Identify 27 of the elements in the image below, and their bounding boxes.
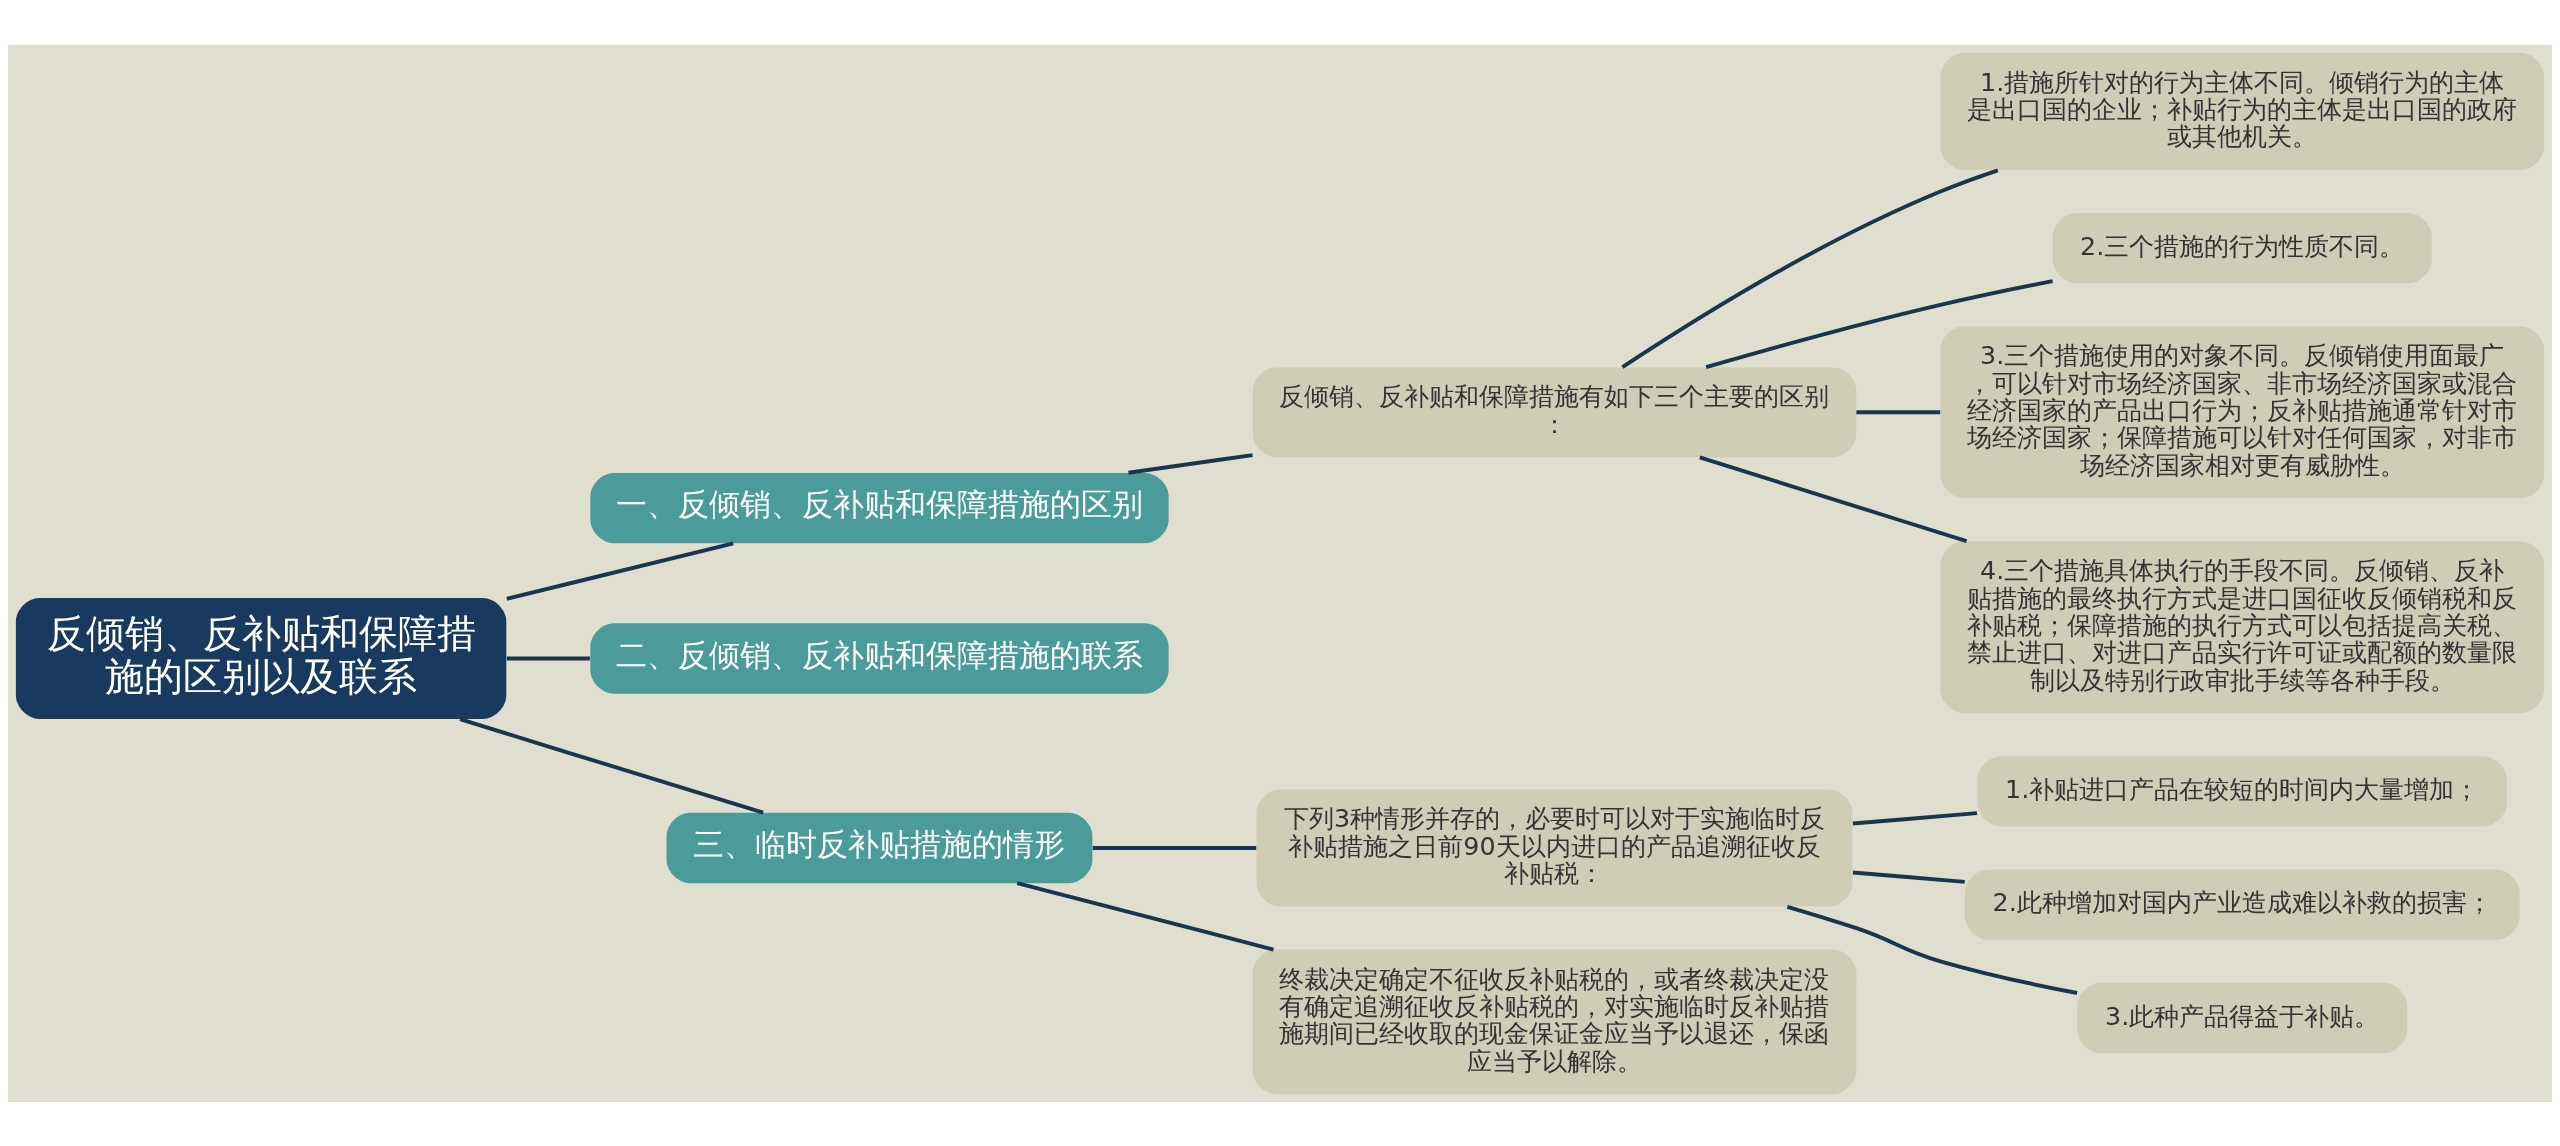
connector	[1621, 167, 1999, 369]
node-box: 1.措施所针对的行为主体不同。倾销行为的主体是出口国的企业；补贴行为的主体是出口国的政府或其他机关。	[1940, 52, 2545, 170]
connector	[1699, 455, 1968, 543]
connector	[1092, 845, 1257, 850]
node-box: 下列3种情形并存的，必要时可以对于实施临时反补贴措施之日前90天以内进口的产品追溯征收反补贴税：	[1256, 788, 1853, 907]
connector	[459, 716, 764, 815]
connector	[506, 656, 590, 660]
node-box: 2.此种增加对国内产业造成难以补救的损害；	[1964, 869, 2520, 940]
node-box: 2.三个措施的行为性质不同。	[2052, 212, 2432, 283]
node-box: 二、反倾销、反补贴和保障措施的联系	[590, 622, 1169, 694]
connector	[1016, 880, 1274, 951]
connector	[1786, 904, 2078, 995]
node-box: 三、临时反补贴措施的情形	[666, 812, 1093, 883]
node-box: 反倾销、反补贴和保障措施的区别以及联系	[15, 597, 507, 719]
connector	[506, 540, 734, 601]
node-box: 终裁决定确定不征收反补贴税的，或者终裁决定没有确定追溯征收反补贴税的，对实施临时反补贴措施期间已经收取的现金保证金应当予以退还，保函应当予以解除。	[1252, 949, 1857, 1094]
node-box: 1.补贴进口产品在较短的时间内大量增加；	[1977, 755, 2507, 826]
connector	[1852, 810, 1978, 825]
node-box: 一、反倾销、反补贴和保障措施的区别	[590, 472, 1169, 543]
node-box: 4.三个措施具体执行的手段不同。反倾销、反补贴措施的最终执行方式是进口国征收反倾销税和反补贴税；保障措施的执行方式可以包括提高关税、禁止进口、对进口产品实行许可证或配额的数量限制以及特别行政审批手续等各种手段。	[1940, 540, 2545, 713]
connector	[1856, 409, 1941, 414]
node-box: 3.三个措施使用的对象不同。反倾销使用面最广，可以针对市场经济国家、非市场经济国家或混合经济国家的产品出口行为；反补贴措施通常针对市场经济国家；保障措施可以针对任何国家，对非市场经济国家相对更有威胁性。	[1940, 325, 2545, 498]
connector	[1705, 278, 2053, 369]
node-box: 3.此种产品得益于补贴。	[2077, 982, 2408, 1053]
node-box: 反倾销、反补贴和保障措施有如下三个主要的区别：	[1252, 366, 1857, 457]
connector	[1128, 452, 1253, 475]
connector	[1852, 870, 1965, 884]
